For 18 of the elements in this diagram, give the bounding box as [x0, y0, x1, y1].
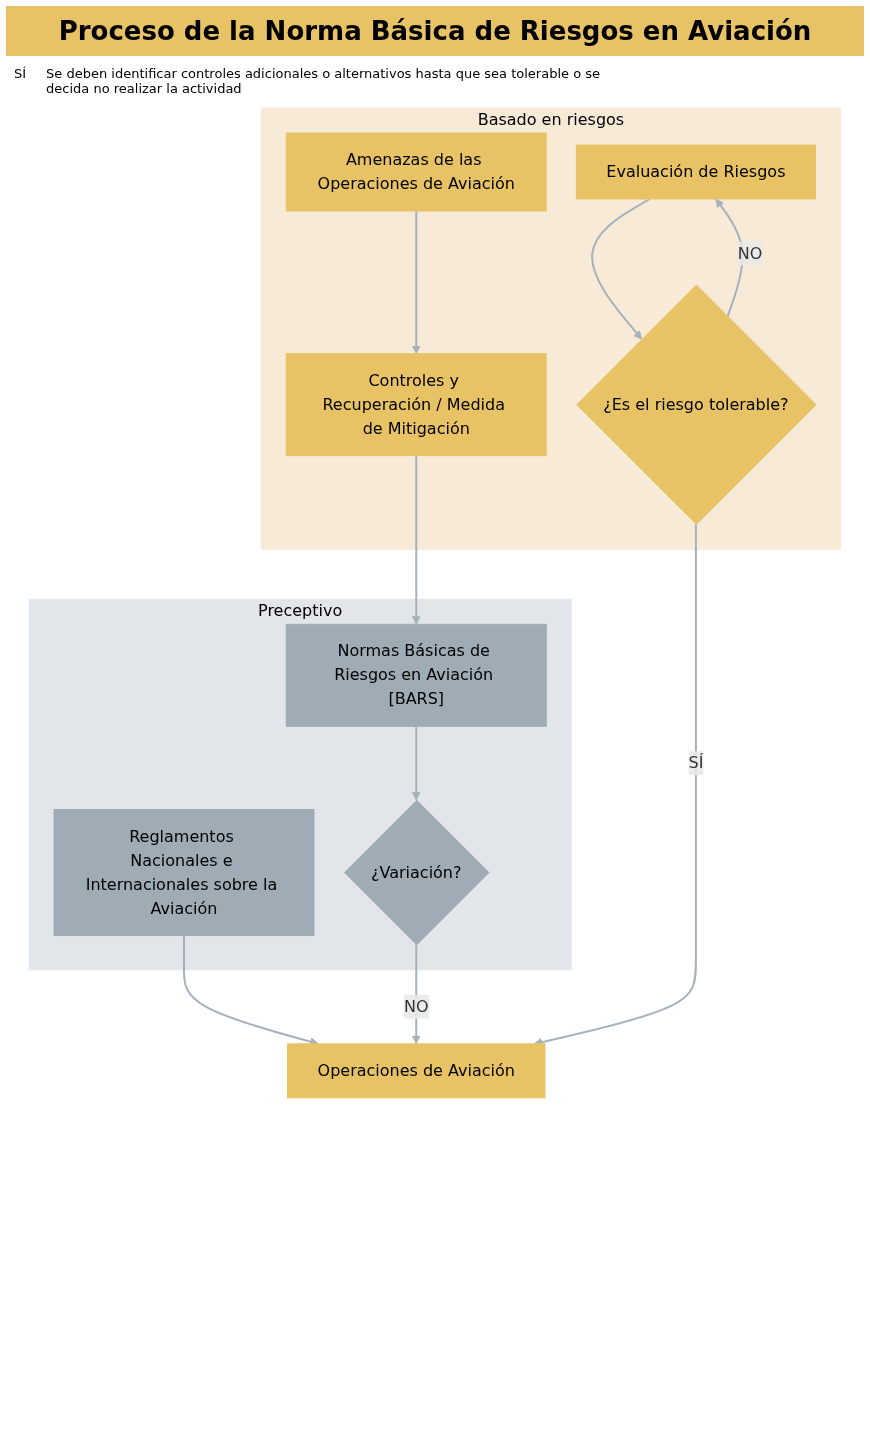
- node-box: Operaciones de Aviación: [287, 1043, 546, 1099]
- arrow: [412, 725, 421, 801]
- node-box: Amenazas de las Operaciones de Aviación: [285, 132, 547, 212]
- arrow: [412, 210, 421, 355]
- node-box: Normas Básicas de Riesgos en Aviación [BARS]: [285, 623, 547, 727]
- edge-label: NO: [738, 243, 763, 263]
- node-box: Reglamentos Nacionales e Internacionales sobre la Aviación: [53, 809, 315, 937]
- arrow: [412, 454, 421, 625]
- title-banner: Proceso de la Norma Básica de Riesgos en Aviación: [6, 6, 864, 56]
- node-diamond: ¿Es el riesgo tolerable?: [576, 284, 817, 525]
- edge-label: SÍ: [688, 753, 704, 773]
- node-diamond: ¿Variación?: [344, 799, 490, 946]
- note-text: Se deben identificar controles adicionales o alternativos hasta que sea tolerable o se decida no realizar la actividad: [46, 66, 601, 96]
- arrow: [591, 198, 651, 340]
- node-box: Evaluación de Riesgos: [576, 144, 817, 200]
- edge-label: NO: [404, 996, 429, 1016]
- node-box: Controles y Recuperación / Medida de Mitigación: [285, 353, 547, 457]
- note-text: SÍ: [14, 66, 27, 83]
